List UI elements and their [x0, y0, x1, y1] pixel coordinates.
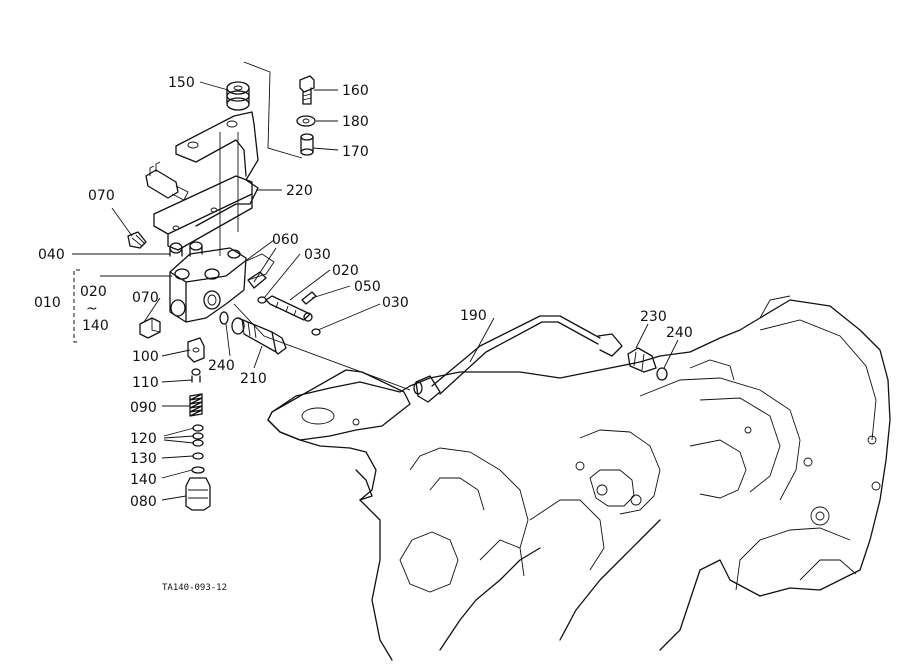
- part-020-spool: [265, 295, 313, 322]
- part-070-lower-plug: [139, 317, 161, 339]
- callout-110: 110: [132, 375, 159, 391]
- bracket-220: [153, 111, 259, 256]
- callout-190: 190: [460, 308, 487, 324]
- callout-010: 010: [34, 295, 61, 311]
- callout-030-a: 030: [304, 247, 331, 263]
- callout-labels: 150 160 180 170 220 070 040 060 030 020 …: [34, 75, 693, 593]
- callout-130: 130: [130, 451, 157, 467]
- part-070-upper-plug: [127, 231, 147, 249]
- callout-030-b: 030: [382, 295, 409, 311]
- bolt-assembly-bracket: [243, 61, 303, 159]
- callout-100: 100: [132, 349, 159, 365]
- callout-050: 050: [354, 279, 381, 295]
- callout-240-left: 240: [208, 358, 235, 374]
- callout-230: 230: [640, 309, 667, 325]
- part-050-pin: [301, 291, 317, 305]
- part-170-collar: [300, 133, 314, 156]
- part-210-cylinder: [231, 317, 287, 355]
- callout-160: 160: [342, 83, 369, 99]
- callout-170: 170: [342, 144, 369, 160]
- mounting-plate: [267, 369, 411, 501]
- valve-body-010: [169, 241, 275, 323]
- callout-150: 150: [168, 75, 195, 91]
- part-180-washer: [296, 115, 316, 127]
- callout-120: 120: [130, 431, 157, 447]
- switch-on-bracket: [145, 161, 189, 201]
- part-240-oring-right: [656, 367, 668, 381]
- part-090-spring: [189, 393, 203, 417]
- part-080-plug: [185, 477, 211, 511]
- part-140-oring: [191, 466, 205, 474]
- callout-140-b: 140: [130, 472, 157, 488]
- part-030-oring-b: [311, 328, 321, 336]
- part-240-oring-left: [219, 311, 229, 325]
- tilde-mark: ~: [86, 301, 98, 317]
- part-030-oring-a: [257, 296, 267, 304]
- callout-220: 220: [286, 183, 313, 199]
- part-160-bolt: [299, 75, 315, 105]
- part-150-mount-rubber: [226, 81, 250, 111]
- callout-060: 060: [272, 232, 299, 248]
- pipe-190: [413, 315, 623, 403]
- callout-020-a: 020: [332, 263, 359, 279]
- part-040-fitting: [169, 242, 183, 257]
- part-060-oring: [247, 271, 267, 289]
- transmission-housing: [267, 295, 891, 661]
- part-120-shims: [192, 424, 204, 447]
- callout-080: 080: [130, 494, 157, 510]
- part-100-nipple: [187, 337, 205, 363]
- callout-090: 090: [130, 400, 157, 416]
- part-110-ball: [191, 368, 201, 383]
- callout-070-lower: 070: [132, 290, 159, 306]
- callout-020-b: 020: [80, 284, 107, 300]
- callout-210: 210: [240, 371, 267, 387]
- group-bracket-010: ~: [73, 269, 98, 343]
- callout-240-right: 240: [666, 325, 693, 341]
- callout-040: 040: [38, 247, 65, 263]
- callout-070-upper: 070: [88, 188, 115, 204]
- part-130-washer: [192, 452, 204, 460]
- callout-140-a: 140: [82, 318, 109, 334]
- callout-180: 180: [342, 114, 369, 130]
- leader-lines: [72, 81, 679, 501]
- drawing-id: TA140-093-12: [162, 583, 227, 593]
- part-230-fitting: [627, 347, 657, 373]
